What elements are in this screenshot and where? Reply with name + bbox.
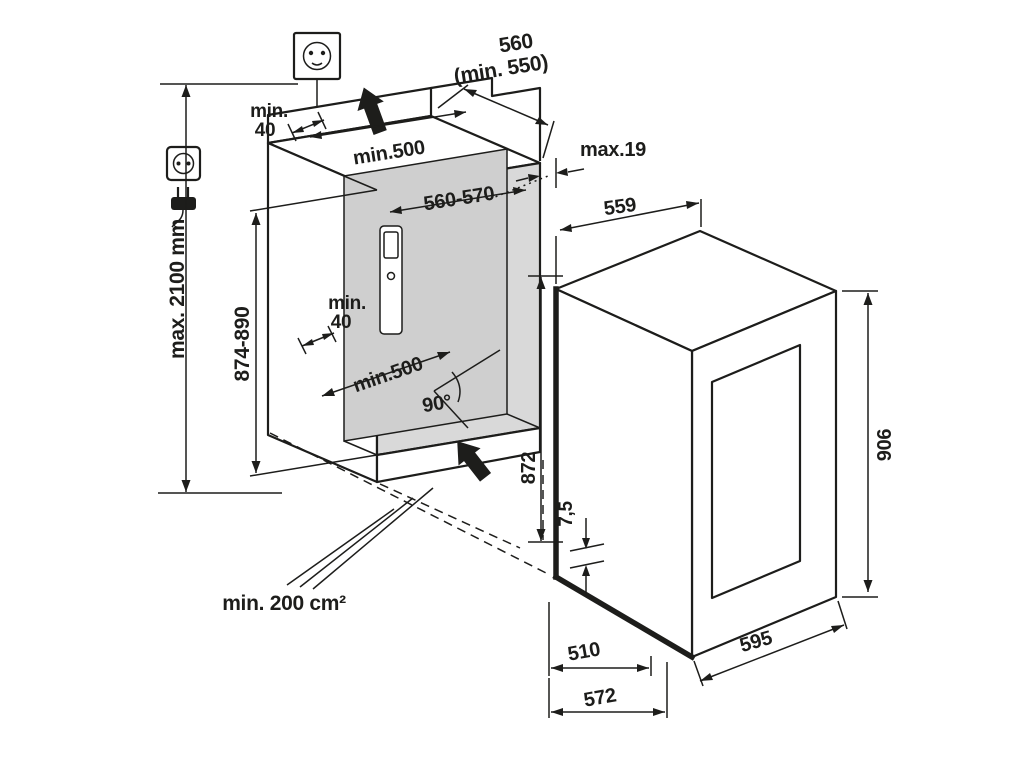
niche-interior-edge [506,413,541,429]
label-socket-max-height: max. 2100 mm [166,219,189,359]
door-swing-90deg [433,349,501,429]
dimension-appliance-height: 872 [518,275,563,543]
niche-interior-edge [343,440,378,456]
niche-interior-edge [343,175,378,191]
label-appliance-depth-total: 572 [582,684,618,711]
dimension-wall-clearance-top: min. 40 [250,101,327,142]
label-wall-clearance-top-2: 40 [255,120,276,141]
wall-socket-icon [292,31,342,107]
dimension-appliance-depth-total: 572 [548,662,668,718]
label-appliance-height: 872 [518,452,540,485]
airflow-arrow-in-icon [457,441,492,482]
dimension-socket-max-height: max. 2100 mm [158,83,298,494]
label-foot-adjustment: 7,5 [556,501,577,527]
appliance-side-face [554,287,694,659]
dimension-bottom-clearance: min. 40 [297,293,366,355]
label-appliance-total-height: 906 [874,429,896,462]
dimension-front-panel-overlap: max.19 [515,139,646,188]
label-bottom-clearance-1: min. [328,293,366,314]
appliance-thick-edge-bottom [552,573,696,661]
appliance [552,229,838,661]
niche-top-step-profile [430,76,542,161]
built-in-niche [266,76,549,484]
label-wall-clearance-top-1: min. [250,101,288,122]
label-appliance-depth-body: 510 [566,638,602,665]
airflow-arrow-up-icon [357,87,387,135]
dimension-appliance-total-height: 906 [842,290,896,598]
niche-width-dotted-extension [489,175,549,200]
niche-interior-edge [506,148,541,164]
hinge-rail [379,225,403,335]
label-appliance-top-depth: 559 [602,194,637,220]
plug-icon [165,145,202,228]
label-ventilation-area: min. 200 cm² [222,592,346,615]
appliance-door-panel [710,343,802,600]
dimension-appliance-top-depth: 559 [555,194,702,284]
label-niche-height: 874-890 [231,307,254,382]
label-niche-depth-1: 560 [497,29,534,57]
label-bottom-clearance-2: 40 [331,312,352,333]
alignment-lines [269,432,551,576]
label-front-panel-overlap: max.19 [580,139,646,161]
label-door-opening-angle: 90° [421,391,454,417]
dimension-foot-adjustment: 7,5 [556,501,605,596]
ventilation-area-callout: min. 200 cm² [222,487,434,615]
dimension-niche-height: 874-890 [231,189,378,477]
